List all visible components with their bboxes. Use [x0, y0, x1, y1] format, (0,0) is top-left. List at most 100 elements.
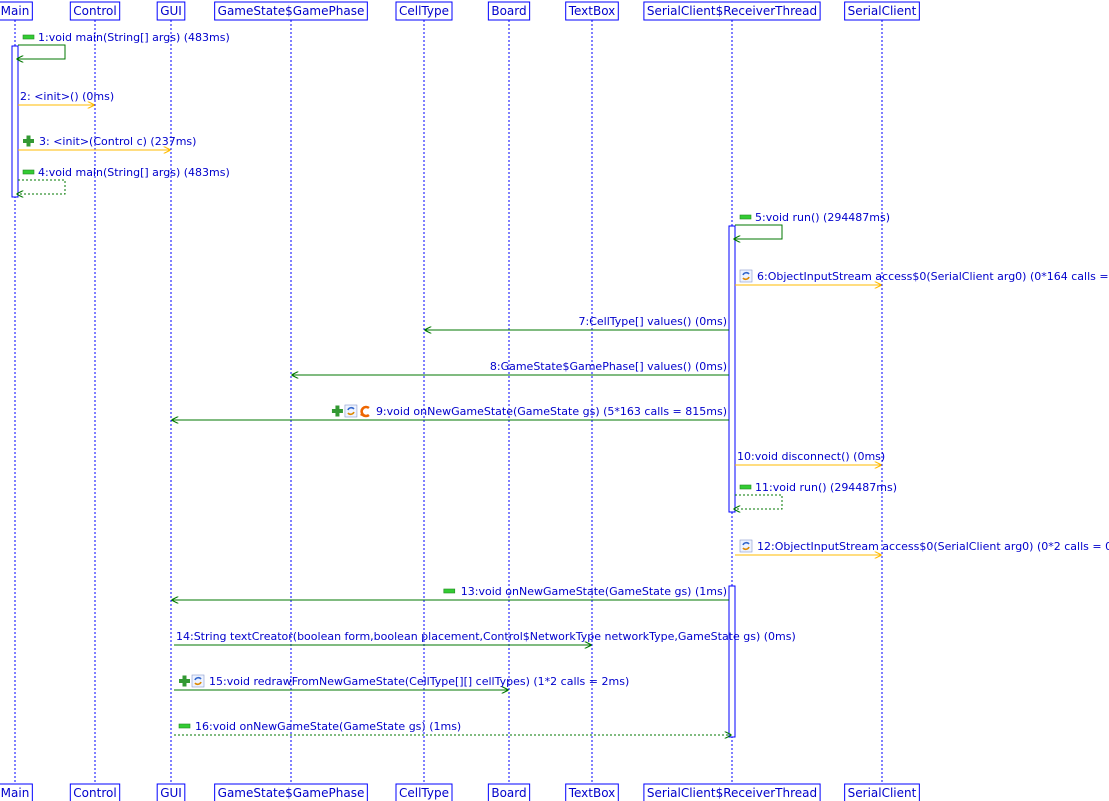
message-label: 13:void onNewGameState(GameState gs) (1m… — [461, 585, 727, 598]
participant-footer-3[interactable]: GameState$GamePhase — [214, 783, 368, 801]
loop-icon[interactable] — [739, 269, 753, 283]
loop-icon[interactable] — [344, 404, 358, 418]
message-3[interactable]: 3: <init>(Control c) (237ms) — [18, 135, 196, 150]
message-arrow — [17, 179, 66, 194]
participant-label: GUI — [160, 4, 182, 18]
participant-label: SerialClient$ReceiverThread — [647, 786, 817, 800]
recurse-icon[interactable] — [359, 405, 370, 418]
expand-icon[interactable] — [23, 135, 34, 147]
participant-box — [395, 1, 453, 21]
participant-label: CellType — [399, 786, 449, 800]
participant-header-0[interactable]: Main — [0, 1, 33, 21]
collapse-icon[interactable] — [443, 588, 456, 594]
message-label: 2: <init>() (0ms) — [20, 90, 114, 103]
collapse-icon[interactable] — [739, 484, 752, 490]
participant-footer-2[interactable]: GUI — [156, 783, 186, 801]
participant-label: Control — [73, 4, 116, 18]
participant-label: Board — [491, 786, 526, 800]
participant-label: Main — [1, 786, 30, 800]
message-label: 11:void run() (294487ms) — [755, 481, 897, 494]
participant-footer-6[interactable]: TextBox — [565, 783, 619, 801]
collapse-icon[interactable] — [178, 723, 191, 729]
message-label: 10:void disconnect() (0ms) — [737, 450, 885, 463]
message-arrow — [17, 44, 66, 59]
participant-header-8[interactable]: SerialClient — [844, 1, 920, 21]
participant-footer-0[interactable]: Main — [0, 783, 33, 801]
participant-box — [643, 1, 821, 21]
participant-box — [565, 1, 619, 21]
participant-label: TextBox — [568, 786, 616, 800]
collapse-icon[interactable] — [22, 169, 35, 175]
participant-label: GameState$GamePhase — [218, 786, 365, 800]
participant-box — [844, 1, 920, 21]
participant-header-5[interactable]: Board — [487, 1, 531, 21]
message-5[interactable]: 5:void run() (294487ms) — [734, 211, 890, 239]
message-arrow — [734, 494, 783, 509]
participant-box — [565, 783, 619, 801]
message-9[interactable]: 9:void onNewGameState(GameState gs) (5*1… — [172, 404, 729, 420]
participant-footer-4[interactable]: CellType — [395, 783, 453, 801]
message-13[interactable]: 13:void onNewGameState(GameState gs) (1m… — [172, 585, 729, 600]
message-label: 12:ObjectInputStream access$0(SerialClie… — [757, 540, 1109, 553]
participant-label: Main — [1, 4, 30, 18]
loop-icon[interactable] — [191, 674, 205, 688]
participant-box — [69, 1, 121, 21]
activation-bar-1 — [728, 225, 736, 513]
message-16[interactable]: 16:void onNewGameState(GameState gs) (1m… — [174, 720, 731, 735]
message-label: 9:void onNewGameState(GameState gs) (5*1… — [376, 405, 727, 418]
loop-icon[interactable] — [739, 539, 753, 553]
activation-bar-0 — [11, 45, 19, 198]
participant-footer-7[interactable]: SerialClient$ReceiverThread — [643, 783, 821, 801]
participant-box — [69, 783, 121, 801]
message-6[interactable]: 6:ObjectInputStream access$0(SerialClien… — [735, 269, 1109, 285]
participant-label: GUI — [160, 786, 182, 800]
message-7[interactable]: 7:CellType[] values() (0ms) — [425, 315, 729, 330]
participant-header-7[interactable]: SerialClient$ReceiverThread — [643, 1, 821, 21]
participant-label: Board — [491, 4, 526, 18]
participant-box — [156, 783, 186, 801]
participant-label: Control — [73, 786, 116, 800]
participant-header-1[interactable]: Control — [69, 1, 121, 21]
message-label: 3: <init>(Control c) (237ms) — [39, 135, 196, 148]
participant-header-4[interactable]: CellType — [395, 1, 453, 21]
message-label: 15:void redrawFromNewGameState(CellType[… — [209, 675, 629, 688]
message-1[interactable]: 1:void main(String[] args) (483ms) — [17, 31, 230, 59]
message-12[interactable]: 12:ObjectInputStream access$0(SerialClie… — [735, 539, 1109, 555]
participant-footer-8[interactable]: SerialClient — [844, 783, 920, 801]
message-label: 7:CellType[] values() (0ms) — [579, 315, 728, 328]
participant-box — [214, 1, 368, 21]
participant-box — [395, 783, 453, 801]
message-arrow — [734, 224, 783, 239]
participant-header-2[interactable]: GUI — [156, 1, 186, 21]
message-8[interactable]: 8:GameState$GamePhase[] values() (0ms) — [292, 360, 729, 375]
message-4[interactable]: 4:void main(String[] args) (483ms) — [17, 166, 230, 194]
participant-box — [156, 1, 186, 21]
collapse-icon[interactable] — [22, 34, 35, 40]
message-label: 14:String textCreator(boolean form,boole… — [176, 630, 796, 643]
message-15[interactable]: 15:void redrawFromNewGameState(CellType[… — [174, 674, 629, 690]
expand-icon[interactable] — [331, 405, 343, 417]
message-label: 4:void main(String[] args) (483ms) — [38, 166, 230, 179]
participant-label: GameState$GamePhase — [218, 4, 365, 18]
collapse-icon[interactable] — [739, 214, 752, 220]
message-14[interactable]: 14:String textCreator(boolean form,boole… — [174, 630, 796, 645]
participant-footer-5[interactable]: Board — [487, 783, 531, 801]
activation-bar-2 — [728, 585, 736, 738]
message-label: 1:void main(String[] args) (483ms) — [38, 31, 230, 44]
participant-label: CellType — [399, 4, 449, 18]
participant-box — [487, 783, 531, 801]
expand-icon[interactable] — [179, 675, 190, 687]
participant-header-6[interactable]: TextBox — [565, 1, 619, 21]
participant-footer-1[interactable]: Control — [69, 783, 121, 801]
message-label: 6:ObjectInputStream access$0(SerialClien… — [757, 270, 1109, 283]
participant-box — [0, 1, 33, 21]
message-label: 8:GameState$GamePhase[] values() (0ms) — [490, 360, 727, 373]
participant-box — [643, 783, 821, 801]
participant-box — [0, 783, 33, 801]
message-11[interactable]: 11:void run() (294487ms) — [734, 481, 897, 509]
participant-header-3[interactable]: GameState$GamePhase — [214, 1, 368, 21]
message-10[interactable]: 10:void disconnect() (0ms) — [735, 450, 885, 465]
participant-label: TextBox — [568, 4, 616, 18]
message-2[interactable]: 2: <init>() (0ms) — [18, 90, 114, 105]
